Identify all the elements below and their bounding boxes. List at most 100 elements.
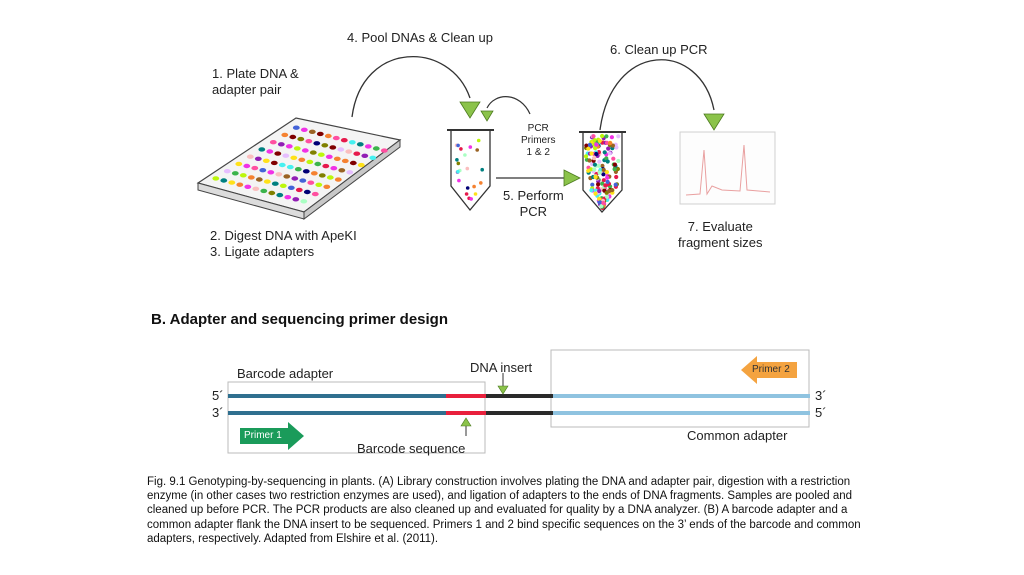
plate-well [364, 144, 372, 149]
tube-particle [586, 168, 591, 173]
step7-line1: 7. Evaluate [687, 219, 753, 234]
plate-well [325, 154, 333, 159]
plate-well [345, 149, 353, 154]
plate-well [321, 143, 329, 148]
tube-particle [593, 174, 598, 180]
tube-particle [599, 203, 604, 209]
tube-particle [586, 146, 591, 151]
plate-well [281, 132, 289, 138]
three-prime-left: 3´ [212, 405, 224, 420]
plate-well [372, 146, 380, 151]
plate-well [293, 146, 301, 151]
plate-well [255, 177, 263, 182]
dna-insert-label: DNA insert [470, 360, 533, 375]
step7-label: 7. Evaluate fragment sizes [678, 219, 763, 251]
step2-line: 2. Digest DNA with ApeKI [210, 228, 357, 243]
cleanup-arrow [599, 59, 715, 131]
plate-well [244, 184, 252, 189]
plate-well [315, 182, 323, 187]
tube-particle [583, 154, 589, 159]
plate-well [361, 153, 369, 158]
step23-label: 2. Digest DNA with ApeKI 3. Ligate adapt… [210, 228, 357, 260]
tube-particle [594, 151, 599, 157]
plate-well [239, 173, 247, 178]
plate-well [259, 168, 267, 173]
plate-well [297, 136, 305, 142]
plate-well [323, 184, 331, 189]
tube-particle [603, 183, 608, 188]
plate-well [292, 197, 300, 202]
primer-add-arrow [486, 96, 531, 115]
plate-well [246, 154, 254, 159]
step3-line: 3. Ligate adapters [210, 244, 315, 259]
plate-well [258, 147, 266, 152]
primers-line3: 1 & 2 [526, 147, 550, 158]
tube-particle [465, 166, 470, 171]
plate-well [270, 160, 278, 166]
common-adapter-box [550, 349, 810, 428]
fragment-trace [679, 131, 776, 205]
plate-well [269, 140, 277, 145]
plate-well [349, 160, 357, 166]
plate-well [220, 178, 228, 183]
plate-well [356, 142, 364, 147]
plate-well [311, 191, 319, 197]
plate-well [300, 127, 308, 132]
plate-well [302, 169, 310, 174]
tube-particle [607, 151, 612, 156]
primer-add-arrowhead [480, 110, 494, 122]
plate-well [307, 180, 315, 185]
tube-particle [616, 134, 621, 139]
plate-well [306, 159, 314, 165]
plate-well [279, 183, 287, 188]
plate-well [329, 145, 337, 150]
step4-label: 4. Pool DNAs & Clean up [347, 30, 493, 45]
plate-well [330, 166, 338, 171]
tube-particle [456, 143, 460, 148]
tube-particle [456, 161, 461, 166]
plate-well [318, 173, 326, 178]
tube-particle [604, 156, 609, 161]
tube-particle [592, 162, 598, 167]
plate-well [289, 134, 297, 140]
plate-well [305, 139, 313, 144]
primer1-label: Primer 1 [244, 430, 282, 441]
plate-well [357, 162, 365, 168]
tube-particle [597, 138, 602, 143]
plate-well [251, 165, 259, 171]
tube-particle [469, 197, 474, 201]
tube-particle [602, 150, 607, 155]
plate-well [317, 152, 325, 157]
tube-particle [596, 182, 601, 187]
plate-well [268, 190, 276, 196]
tube-particle [601, 172, 606, 177]
plate-well [294, 167, 302, 172]
tube-particle [601, 167, 606, 172]
tube-particle [612, 162, 618, 167]
tube-particle [597, 196, 602, 201]
tube-particle [600, 163, 605, 168]
step5-line2: PCR [519, 204, 548, 219]
tube-particle [607, 188, 612, 194]
tube-particle [594, 142, 599, 147]
tube-particle [604, 194, 610, 199]
tube-particle [601, 178, 606, 183]
plate-well [295, 187, 303, 193]
tube-particle [456, 169, 460, 174]
tube-particle [479, 181, 483, 185]
plate-well [334, 177, 342, 182]
plate-well [310, 171, 318, 176]
plate-well [252, 186, 260, 191]
primer1-arrow [240, 422, 304, 450]
panel-a-graphics [196, 56, 776, 220]
tube-particle [593, 191, 598, 196]
tube-particle [464, 192, 469, 196]
tube-particle [473, 192, 478, 196]
tube-particle [457, 178, 461, 183]
primers-line2: Primers [521, 135, 556, 146]
plate-well [309, 150, 317, 155]
plate-well [322, 163, 330, 169]
plate-well [212, 176, 220, 181]
tube-particle [605, 179, 610, 184]
tube-particle [605, 175, 610, 180]
